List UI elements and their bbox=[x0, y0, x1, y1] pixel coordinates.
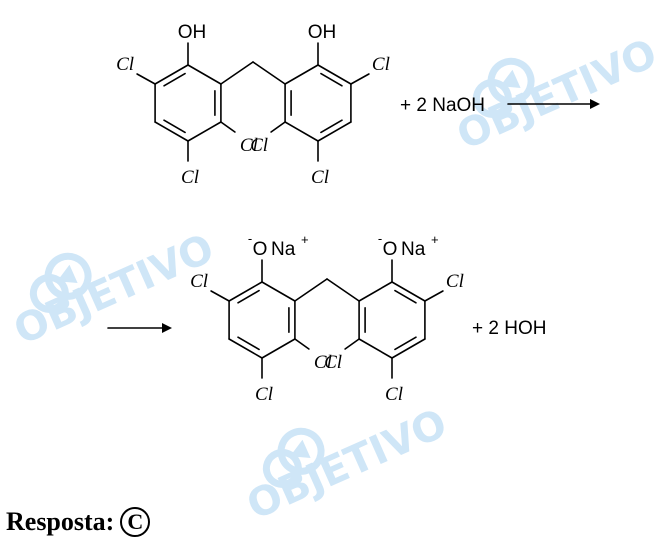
double-bond bbox=[237, 289, 260, 304]
reagent-naoh: + 2 NaOH bbox=[400, 95, 485, 116]
watermark-emblem-ring bbox=[487, 57, 535, 105]
byproduct-water: + 2 HOH bbox=[472, 318, 546, 339]
ring-bond bbox=[261, 281, 296, 302]
ring-bond bbox=[154, 121, 189, 142]
ring-bond bbox=[317, 64, 352, 85]
positive-charge-label: + bbox=[301, 232, 309, 247]
double-bond bbox=[394, 289, 417, 304]
ring-bond bbox=[391, 281, 426, 302]
answer-line: Resposta: C bbox=[6, 507, 151, 537]
positive-charge-label: + bbox=[431, 232, 439, 247]
watermark-text: OBJETIVO bbox=[240, 400, 453, 529]
chlorine-label: Cl bbox=[116, 54, 134, 75]
chlorine-label: Cl bbox=[311, 167, 329, 188]
ring-bond bbox=[358, 281, 393, 302]
reaction-arrow-head bbox=[590, 99, 600, 109]
methylene-bond bbox=[252, 61, 286, 85]
ring-bond bbox=[187, 64, 222, 85]
chlorine-label: Cl bbox=[385, 384, 403, 405]
ring-bond bbox=[358, 338, 393, 359]
ring-bond bbox=[284, 64, 319, 85]
chlorine-bond bbox=[136, 73, 156, 85]
ring-bond bbox=[261, 338, 296, 359]
hydroxyl-label: OH bbox=[178, 22, 207, 43]
objetivo-watermark: OBJETIVO bbox=[450, 30, 658, 159]
chlorine-bond bbox=[350, 73, 370, 85]
watermark-emblem-ring bbox=[472, 78, 512, 118]
hydroxyl-label: OH bbox=[308, 22, 337, 43]
ring-bond bbox=[228, 338, 263, 359]
chlorine-bond bbox=[344, 338, 360, 350]
chlorine-label: Cl bbox=[255, 384, 273, 405]
chlorine-label: Cl bbox=[190, 271, 208, 292]
answer-label: Resposta: bbox=[6, 507, 115, 536]
chlorine-label: Cl bbox=[314, 352, 332, 373]
watermark-emblem-ring bbox=[262, 448, 302, 488]
chlorine-label: Cl bbox=[372, 54, 390, 75]
objetivo-watermark: OBJETIVO bbox=[7, 225, 220, 354]
watermark-emblem-ring bbox=[277, 427, 325, 475]
double-bond bbox=[163, 72, 186, 87]
negative-charge-label: - bbox=[378, 231, 382, 246]
ring-bond bbox=[154, 64, 189, 85]
methylene-bond bbox=[326, 278, 360, 302]
chlorine-label: Cl bbox=[324, 352, 342, 373]
chlorine-bond bbox=[424, 290, 444, 302]
methylene-bond bbox=[294, 278, 328, 302]
chlorine-label: Cl bbox=[446, 271, 464, 292]
continuation-arrow-head bbox=[162, 323, 172, 333]
sodium-label: Na bbox=[401, 239, 426, 260]
answer-choice-circle: C bbox=[120, 507, 151, 537]
watermark-emblem-arrow bbox=[290, 439, 311, 459]
watermark-emblem-ring bbox=[44, 252, 92, 300]
chlorine-bond bbox=[270, 121, 286, 133]
chlorine-bond bbox=[210, 290, 230, 302]
oxide-label: O bbox=[383, 239, 398, 260]
ring-bond bbox=[228, 281, 263, 302]
oxide-label: O bbox=[253, 239, 268, 260]
ring-bond bbox=[284, 121, 319, 142]
double-bond bbox=[320, 72, 343, 87]
chlorine-label: Cl bbox=[181, 167, 199, 188]
ring-bond bbox=[317, 121, 352, 142]
watermark-emblem-ring bbox=[29, 273, 69, 313]
double-bond bbox=[320, 119, 343, 134]
chlorine-label: Cl bbox=[250, 135, 268, 156]
sodium-label: Na bbox=[271, 239, 296, 260]
watermark-emblem-arrow bbox=[57, 264, 78, 284]
watermark-text: OBJETIVO bbox=[7, 225, 220, 354]
ring-bond bbox=[391, 338, 426, 359]
chlorine-bond bbox=[294, 338, 310, 350]
negative-charge-label: - bbox=[248, 231, 252, 246]
chlorine-bond bbox=[220, 121, 236, 133]
ring-bond bbox=[187, 121, 222, 142]
methylene-bond bbox=[220, 61, 254, 85]
double-bond bbox=[237, 336, 260, 351]
double-bond bbox=[394, 336, 417, 351]
double-bond bbox=[163, 119, 186, 134]
chlorine-label: Cl bbox=[240, 135, 258, 156]
watermark-emblem-arrow bbox=[500, 69, 521, 89]
